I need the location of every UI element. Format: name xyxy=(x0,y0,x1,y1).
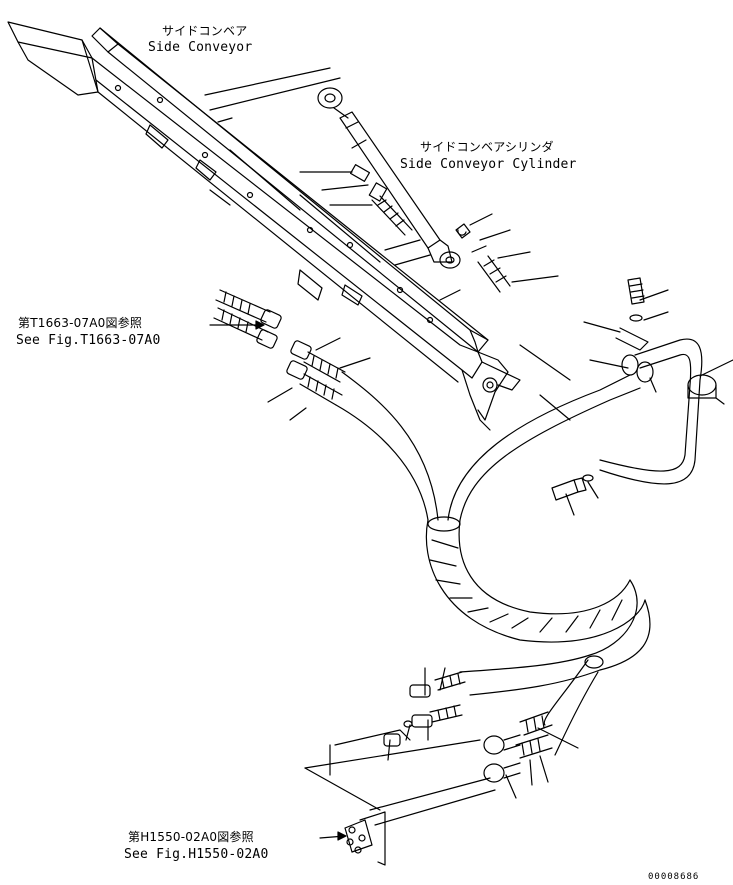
ref2-arrowhead xyxy=(337,831,347,841)
right-pipe-clamp xyxy=(551,277,725,501)
side-conveyor-label-jp: サイドコンベア xyxy=(162,24,248,38)
reference-2-label: See Fig.H1550-02A0 xyxy=(124,847,269,862)
side-conveyor-label: Side Conveyor xyxy=(148,40,253,55)
side-conveyor-cylinder-label-jp: サイドコンベアシリンダ xyxy=(420,140,554,154)
left-hose-fittings xyxy=(213,289,346,406)
cylinder-fittings xyxy=(349,164,511,293)
drawing-number: 00008686 xyxy=(648,872,700,882)
leader-lines xyxy=(209,171,733,839)
ref1-arrowhead xyxy=(255,320,265,330)
lower-bracket xyxy=(304,729,496,866)
side-conveyor-cylinder xyxy=(317,87,471,269)
side-conveyor-frame xyxy=(7,21,571,431)
main-hoses xyxy=(335,371,651,756)
side-conveyor-cylinder-label: Side Conveyor Cylinder xyxy=(400,157,577,172)
reference-1-label-jp: 第T1663-07A0図参照 xyxy=(18,316,143,330)
reference-1-label: See Fig.T1663-07A0 xyxy=(16,333,161,348)
reference-2-label-jp: 第H1550-02A0図参照 xyxy=(128,830,254,844)
